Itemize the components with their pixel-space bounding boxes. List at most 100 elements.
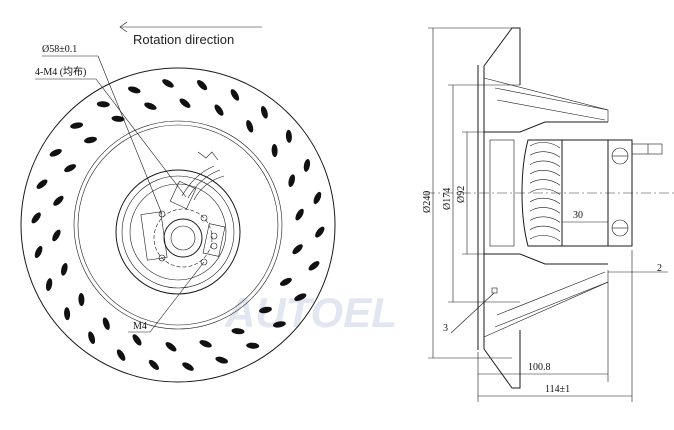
shaft-bore-inner bbox=[170, 225, 196, 251]
cable-gland bbox=[169, 180, 197, 210]
blade-slot bbox=[315, 226, 325, 238]
terminal-screw-1 bbox=[210, 232, 218, 240]
blade-slot bbox=[88, 331, 96, 344]
blade-slot bbox=[64, 307, 71, 321]
hub-body bbox=[489, 139, 515, 247]
blade-top-edge bbox=[483, 77, 609, 122]
dim-114: 114±1 bbox=[545, 384, 570, 395]
side-cable bbox=[631, 143, 663, 155]
dim-30: 30 bbox=[573, 210, 583, 221]
blade-slot bbox=[162, 79, 174, 88]
mount-hole-3 bbox=[158, 254, 166, 262]
thread-label: M4 bbox=[133, 321, 147, 332]
blade-slot bbox=[49, 148, 62, 157]
blade-slot bbox=[31, 212, 41, 224]
blade-top-line-1 bbox=[494, 87, 609, 111]
blade-slot bbox=[272, 321, 286, 328]
cable-2 bbox=[187, 169, 221, 199]
terminal-screw-2 bbox=[210, 242, 218, 250]
blade-slot bbox=[259, 306, 272, 314]
blade-slot bbox=[64, 164, 77, 173]
thread-leader bbox=[149, 261, 205, 333]
holes-leader bbox=[95, 78, 187, 198]
motor-fin bbox=[529, 225, 561, 232]
shaft-bore-outer bbox=[163, 218, 203, 258]
side-view: Ø240 Ø174 Ø92 30 2 3 100.8 114±1 bbox=[422, 27, 674, 402]
dim-2: 2 bbox=[657, 263, 662, 274]
terminal-block-right bbox=[202, 223, 226, 257]
motor-fin bbox=[529, 197, 561, 205]
blade-bottom-edge bbox=[483, 270, 609, 338]
cable-3 bbox=[193, 175, 225, 201]
dim-d240: Ø240 bbox=[422, 191, 433, 213]
blade-slot bbox=[246, 342, 260, 349]
blade-slot bbox=[303, 158, 311, 172]
motor-fin bbox=[529, 179, 561, 186]
blade-slot bbox=[148, 359, 159, 370]
blade-slot bbox=[36, 179, 48, 189]
terminal-block-left bbox=[140, 211, 168, 261]
blade-slot bbox=[52, 229, 61, 242]
mount-hole-2 bbox=[200, 214, 208, 222]
inlet-ring-inner-circle bbox=[77, 124, 279, 326]
motor-fin bbox=[529, 216, 561, 223]
motor-fin bbox=[529, 142, 561, 149]
blade-top-outline bbox=[483, 27, 521, 85]
blade-slot bbox=[45, 278, 53, 292]
blade-slot bbox=[288, 174, 295, 188]
d3-marker bbox=[491, 287, 498, 294]
blade-slot bbox=[292, 244, 303, 255]
motor-fin bbox=[529, 235, 561, 242]
motor-fin bbox=[529, 160, 561, 167]
blade-bottom-line-2 bbox=[496, 271, 606, 316]
front-view: Rotation direction Ø58±0.1 4-M4 (均布) bbox=[20, 21, 336, 383]
mounting-flange bbox=[607, 139, 633, 247]
blade-slot bbox=[199, 340, 212, 348]
blade-slot bbox=[214, 104, 224, 116]
dim-d174: Ø174 bbox=[442, 188, 453, 210]
blade-slot bbox=[182, 362, 194, 371]
inlet-cone-bottom bbox=[484, 253, 608, 265]
motor-fin bbox=[529, 207, 561, 214]
motor-hub-outer bbox=[115, 169, 241, 295]
rotation-arrow-head bbox=[119, 21, 128, 33]
rotation-label: Rotation direction bbox=[133, 32, 234, 47]
blade-slot bbox=[53, 195, 64, 206]
mount-hole-4 bbox=[200, 258, 208, 266]
blade-slot bbox=[285, 129, 292, 143]
dim-d92: Ø92 bbox=[456, 186, 467, 203]
blade-slot bbox=[197, 80, 208, 91]
bolt-circle-leader bbox=[97, 55, 163, 215]
blade-slot bbox=[111, 115, 125, 122]
dim-100-8: 100.8 bbox=[528, 362, 551, 373]
inlet-cone-top bbox=[484, 121, 608, 133]
holes-label: 4-M4 (均布) bbox=[35, 66, 86, 78]
motor-fin bbox=[529, 170, 561, 177]
blade-slot bbox=[279, 277, 292, 286]
motor-hub-ring bbox=[121, 175, 235, 289]
blade-slot bbox=[116, 349, 126, 361]
bolt-circle bbox=[153, 208, 213, 268]
blade-slot bbox=[295, 208, 304, 221]
dim-3: 3 bbox=[443, 323, 448, 334]
impeller-outer-circle bbox=[20, 67, 336, 383]
blade-slot bbox=[102, 317, 110, 330]
blade-slot bbox=[70, 122, 84, 129]
motor-fins bbox=[529, 142, 561, 242]
blade-slot bbox=[260, 106, 268, 119]
blade-slot bbox=[165, 342, 177, 352]
blade-slot bbox=[215, 356, 228, 364]
blade-slot-group bbox=[31, 79, 325, 371]
blade-slot bbox=[231, 328, 245, 335]
blade-slot bbox=[84, 136, 97, 144]
watermark: AUTOEL bbox=[224, 289, 397, 336]
blade-slot bbox=[313, 191, 322, 205]
blade-slot bbox=[144, 102, 157, 110]
inlet-ring-circle bbox=[73, 120, 283, 330]
motor-fin bbox=[529, 151, 561, 158]
blade-slot bbox=[34, 245, 43, 259]
motor-rotor bbox=[521, 139, 563, 247]
blade-slot bbox=[179, 98, 191, 108]
